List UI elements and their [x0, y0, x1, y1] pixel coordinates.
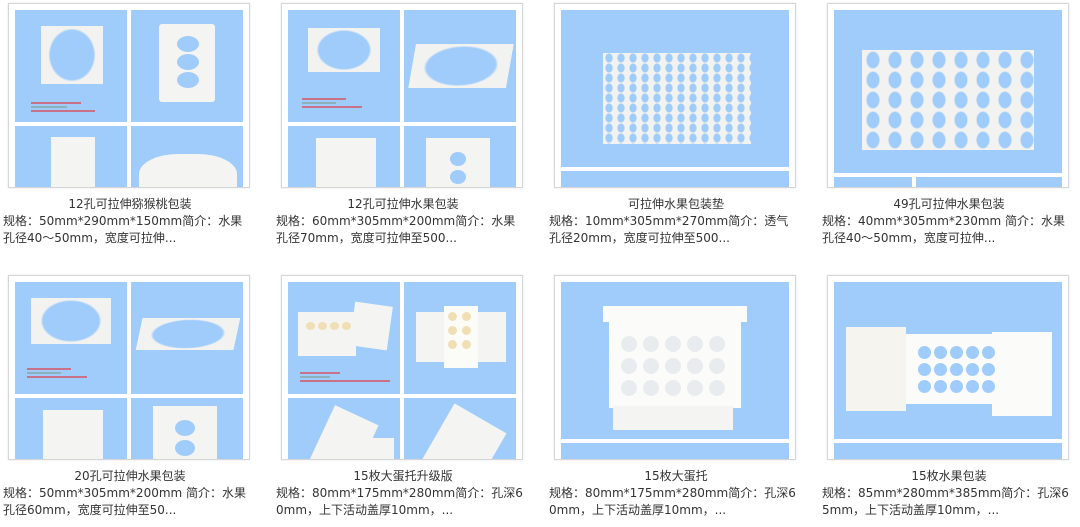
tray-hole: [621, 380, 637, 396]
tray-hole: [934, 363, 947, 376]
tray-hole: [621, 336, 637, 352]
tray-hole: [709, 358, 725, 374]
tray-hole: [687, 358, 703, 374]
tray-hole: [665, 358, 681, 374]
tray-hole: [966, 380, 979, 393]
product-title[interactable]: 12孔可拉伸猕猴桃包装: [68, 197, 192, 211]
tray-hole: [950, 363, 963, 376]
product-description: 规格：80mm*175mm*280mm简介：孔深60mm，上下活动盖厚10mm，…: [276, 486, 523, 517]
tray-hole: [665, 380, 681, 396]
tray-hole: [950, 346, 963, 359]
tray-hole: [966, 346, 979, 359]
tray-hole: [643, 380, 659, 396]
product-title[interactable]: 12孔可拉伸水果包装: [347, 197, 459, 211]
product-title[interactable]: 49孔可拉伸水果包装: [893, 197, 1005, 211]
product-title[interactable]: 20孔可拉伸水果包装: [74, 469, 186, 483]
tray-hole: [709, 380, 725, 396]
product-description: 规格：85mm*280mm*385mm简介：孔深65mm，上下活动盖厚10mm，…: [822, 486, 1069, 517]
tray-hole: [643, 336, 659, 352]
tray-hole: [934, 346, 947, 359]
product-description: 规格：10mm*305mm*270mm简介：透气孔径20mm，宽度可拉伸至500…: [549, 214, 789, 245]
product-description: 规格：50mm*290mm*150mm简介：水果孔径40～50mm，宽度可拉伸.…: [3, 214, 243, 245]
tray-hole: [687, 336, 703, 352]
product-image[interactable]: [554, 275, 796, 460]
product-image[interactable]: [281, 3, 523, 188]
product-image[interactable]: [827, 3, 1069, 188]
product-title[interactable]: 15枚水果包装: [911, 469, 987, 483]
tray-hole: [966, 363, 979, 376]
tray-hole: [643, 358, 659, 374]
product-image[interactable]: [554, 3, 796, 188]
product-description: 规格：50mm*305mm*200mm 简介：水果孔径60mm，宽度可拉伸至50…: [3, 486, 247, 517]
product-title[interactable]: 15枚大蛋托升级版: [353, 469, 453, 483]
tray-hole: [665, 336, 681, 352]
tray-hole: [934, 380, 947, 393]
product-description: 规格：80mm*175mm*280mm简介：孔深60mm，上下活动盖厚10mm，…: [549, 486, 796, 517]
tray-hole: [918, 380, 931, 393]
product-image[interactable]: [8, 3, 250, 188]
tray-hole: [687, 380, 703, 396]
product-image[interactable]: [281, 275, 523, 460]
product-title[interactable]: 可拉伸水果包装垫: [627, 197, 724, 211]
product-description: 规格：40mm*305mm*230mm 简介：水果孔径40～50mm，宽度可拉伸…: [822, 214, 1066, 245]
tray-hole: [918, 346, 931, 359]
tray-hole: [621, 358, 637, 374]
tray-hole: [982, 363, 995, 376]
tray-hole: [950, 380, 963, 393]
product-image[interactable]: [827, 275, 1069, 460]
tray-hole: [709, 336, 725, 352]
product-description: 规格：60mm*305mm*200mm简介：水果孔径70mm，宽度可拉伸至500…: [276, 214, 516, 245]
product-image[interactable]: [8, 275, 250, 460]
product-title[interactable]: 15枚大蛋托: [644, 469, 708, 483]
tray-hole: [982, 346, 995, 359]
tray-hole: [918, 363, 931, 376]
tray-hole: [982, 380, 995, 393]
